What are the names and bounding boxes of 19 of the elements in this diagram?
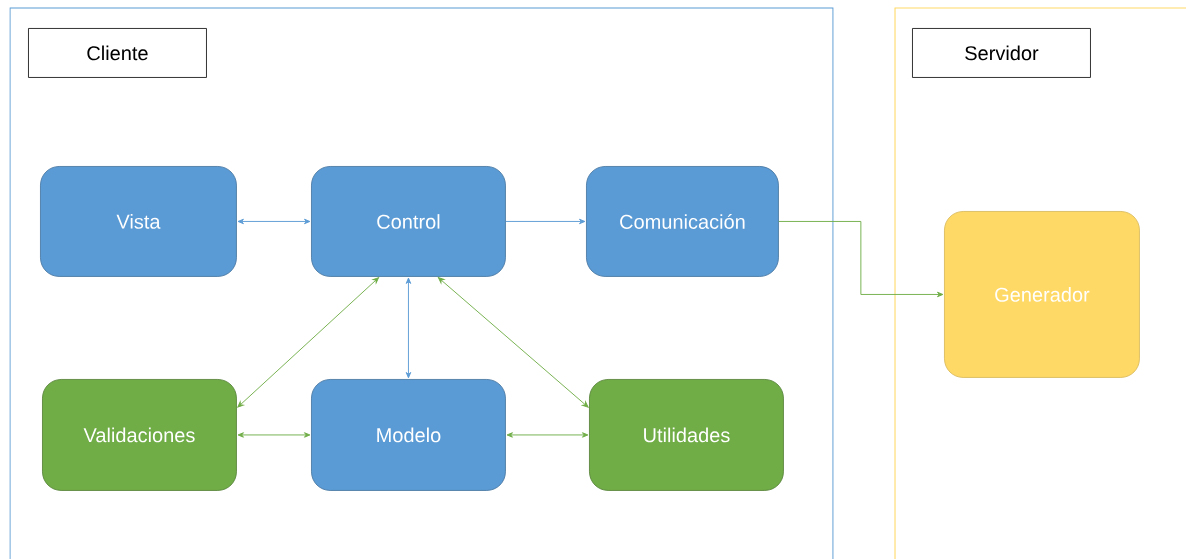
arrow bbox=[778, 221, 944, 298]
arrow bbox=[237, 218, 311, 225]
arrow bbox=[505, 218, 586, 225]
heading-box: Servidor bbox=[912, 28, 1091, 78]
arrow bbox=[237, 432, 311, 438]
component-box: Comunicación bbox=[586, 166, 779, 277]
client-panel bbox=[9, 7, 834, 559]
heading-box: Cliente bbox=[28, 28, 207, 78]
arrow bbox=[437, 277, 589, 408]
component-box: Generador bbox=[944, 211, 1140, 378]
component-box: Validaciones bbox=[42, 379, 237, 491]
arrow bbox=[405, 277, 412, 379]
component-box: Utilidades bbox=[589, 379, 784, 491]
arrow bbox=[506, 432, 589, 438]
server-panel bbox=[894, 7, 1186, 559]
arrow bbox=[237, 277, 380, 408]
component-box: Modelo bbox=[311, 379, 506, 491]
component-box: Vista bbox=[40, 166, 237, 277]
component-box: Control bbox=[311, 166, 506, 277]
